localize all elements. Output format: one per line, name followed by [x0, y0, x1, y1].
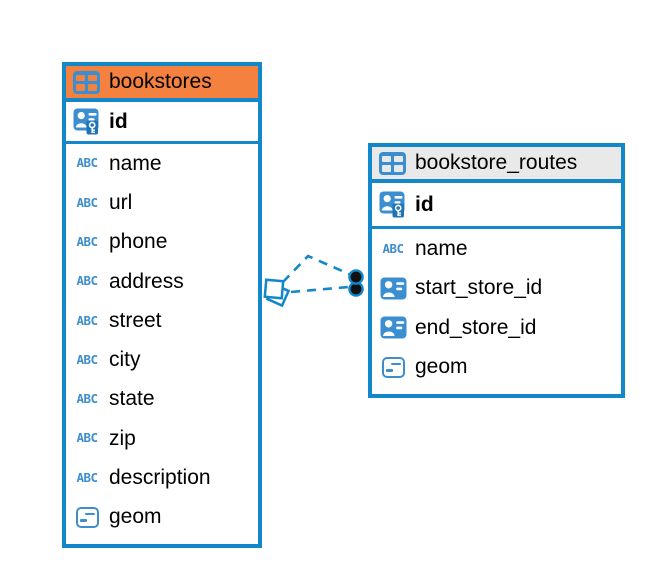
table-header-bookstore-routes[interactable]: bookstore_routes	[372, 147, 621, 183]
reference-key-icon	[379, 277, 407, 300]
table-title: bookstore_routes	[415, 151, 578, 174]
column-name: url	[109, 190, 133, 214]
text-type-icon: ABC	[76, 391, 98, 407]
text-type-icon: ABC	[76, 312, 98, 328]
column-name: geom	[109, 505, 162, 529]
primary-key-icon	[73, 108, 101, 135]
relationship-line-lower[interactable]	[290, 285, 350, 294]
text-type-icon: ABC	[76, 430, 98, 446]
column-name: id	[415, 192, 434, 216]
column-row-phone[interactable]: ABC phone	[66, 223, 258, 262]
reference-key-icon	[379, 316, 407, 339]
text-type-icon: ABC	[76, 273, 98, 289]
column-row-address[interactable]: ABC address	[66, 262, 258, 301]
column-row-geom[interactable]: geom	[372, 348, 621, 388]
column-row-url[interactable]: ABC url	[66, 183, 258, 222]
column-name: end_store_id	[415, 315, 537, 339]
text-type-icon: ABC	[76, 233, 98, 249]
column-name: geom	[415, 355, 468, 379]
column-name: id	[109, 109, 128, 133]
text-type-icon: ABC	[76, 351, 98, 367]
primary-key-row[interactable]: id	[372, 183, 621, 229]
column-row-end_store_id[interactable]: end_store_id	[372, 308, 621, 348]
table-title: bookstores	[109, 70, 212, 93]
table-header-bookstores[interactable]: bookstores	[66, 66, 258, 102]
column-name: street	[109, 308, 162, 332]
column-row-state[interactable]: ABC state	[66, 380, 258, 419]
column-row-description[interactable]: ABC description	[66, 458, 258, 497]
column-name: state	[109, 387, 155, 411]
column-name: name	[415, 236, 468, 260]
table-icon	[73, 70, 100, 94]
column-row-street[interactable]: ABC street	[66, 301, 258, 340]
column-row-zip[interactable]: ABC zip	[66, 419, 258, 458]
column-row-name[interactable]: ABC name	[66, 144, 258, 183]
text-type-icon: ABC	[76, 469, 98, 485]
geometry-type-icon	[73, 506, 101, 528]
column-row-name[interactable]: ABC name	[372, 229, 621, 269]
diamond-end-marker	[263, 278, 291, 308]
column-row-start_store_id[interactable]: start_store_id	[372, 269, 621, 309]
column-name: start_store_id	[415, 276, 543, 300]
column-name: phone	[109, 230, 168, 254]
dot-end-marker	[348, 269, 364, 297]
text-type-icon: ABC	[76, 155, 98, 171]
column-row-city[interactable]: ABC city	[66, 340, 258, 379]
text-type-icon: ABC	[76, 194, 98, 210]
column-name: city	[109, 348, 141, 372]
column-name: address	[109, 269, 184, 293]
geometry-type-icon	[379, 356, 407, 378]
text-type-icon: ABC	[382, 240, 404, 256]
column-name: zip	[109, 426, 136, 450]
column-name: name	[109, 151, 162, 175]
column-name: description	[109, 466, 211, 490]
table-icon	[379, 151, 406, 175]
primary-key-row[interactable]: id	[66, 102, 258, 144]
column-row-geom[interactable]: geom	[66, 498, 258, 537]
primary-key-icon	[379, 191, 407, 218]
relationship-line-upper[interactable]	[282, 254, 350, 283]
